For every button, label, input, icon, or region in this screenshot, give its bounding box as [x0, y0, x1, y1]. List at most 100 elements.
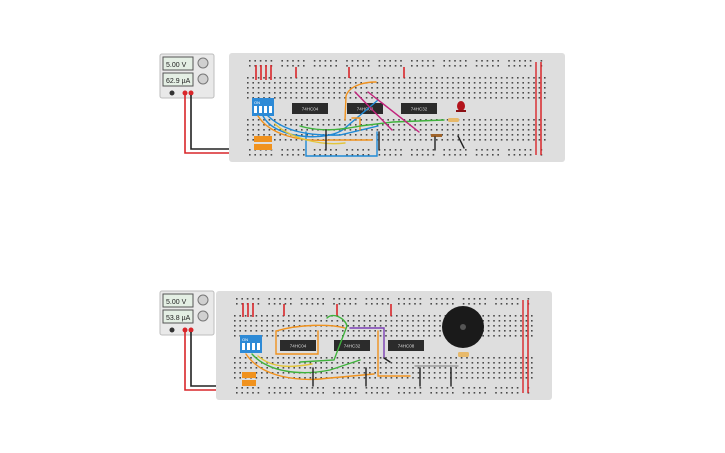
breadboard-hole[interactable]: [511, 92, 514, 94]
breadboard-hole[interactable]: [300, 387, 303, 389]
breadboard-hole[interactable]: [455, 377, 457, 379]
breadboard-hole[interactable]: [301, 129, 303, 131]
breadboard-hole[interactable]: [538, 97, 541, 99]
breadboard-hole[interactable]: [522, 134, 524, 136]
breadboard-hole[interactable]: [381, 387, 384, 389]
breadboard-hole[interactable]: [349, 303, 351, 305]
breadboard-hole[interactable]: [486, 149, 489, 151]
breadboard-hole[interactable]: [441, 77, 443, 79]
breadboard-hole[interactable]: [516, 298, 519, 300]
breadboard-hole[interactable]: [419, 139, 422, 141]
breadboard-hole[interactable]: [263, 134, 265, 136]
breadboard-hole[interactable]: [319, 149, 321, 151]
breadboard-hole[interactable]: [306, 97, 308, 99]
breadboard-hole[interactable]: [423, 315, 425, 317]
breadboard-hole[interactable]: [509, 367, 511, 369]
breadboard-hole[interactable]: [309, 367, 312, 369]
breadboard-hole[interactable]: [322, 82, 325, 84]
breadboard-hole[interactable]: [322, 303, 324, 305]
breadboard-hole[interactable]: [484, 392, 486, 394]
breadboard-hole[interactable]: [379, 325, 382, 327]
breadboard-hole[interactable]: [396, 335, 398, 337]
breadboard-hole[interactable]: [513, 65, 516, 67]
breadboard-hole[interactable]: [436, 139, 438, 141]
breadboard-hole[interactable]: [271, 377, 274, 379]
breadboard-hole[interactable]: [295, 119, 298, 121]
breadboard-hole[interactable]: [514, 315, 517, 317]
breadboard-hole[interactable]: [320, 357, 322, 359]
breadboard-hole[interactable]: [247, 82, 249, 84]
breadboard-hole[interactable]: [365, 119, 368, 121]
breadboard-hole[interactable]: [297, 65, 300, 67]
breadboard-hole[interactable]: [439, 367, 441, 369]
breadboard-hole[interactable]: [384, 149, 386, 151]
breadboard-hole[interactable]: [273, 298, 276, 300]
breadboard-hole[interactable]: [487, 377, 490, 379]
breadboard-hole[interactable]: [349, 298, 351, 300]
breadboard-hole[interactable]: [374, 367, 376, 369]
breadboard-hole[interactable]: [492, 149, 494, 151]
breadboard-hole[interactable]: [371, 303, 373, 305]
breadboard-hole[interactable]: [495, 139, 497, 141]
breadboard-hole[interactable]: [495, 129, 497, 131]
breadboard-hole[interactable]: [498, 377, 501, 379]
breadboard-hole[interactable]: [406, 362, 409, 364]
breadboard-hole[interactable]: [430, 387, 432, 389]
breadboard-hole[interactable]: [500, 298, 503, 300]
breadboard-hole[interactable]: [367, 60, 370, 62]
breadboard-hole[interactable]: [349, 119, 352, 121]
breadboard-hole[interactable]: [330, 154, 332, 156]
breadboard-hole[interactable]: [495, 298, 497, 300]
breadboard-hole[interactable]: [282, 325, 285, 327]
breadboard-hole[interactable]: [369, 320, 371, 322]
breadboard-hole[interactable]: [392, 134, 395, 136]
breadboard-hole[interactable]: [381, 303, 384, 305]
breadboard-hole[interactable]: [234, 335, 236, 337]
breadboard-hole[interactable]: [511, 387, 513, 389]
breadboard-hole[interactable]: [315, 367, 317, 369]
breadboard-hole[interactable]: [311, 92, 314, 94]
breadboard-hole[interactable]: [344, 392, 346, 394]
breadboard-hole[interactable]: [522, 77, 524, 79]
breadboard-hole[interactable]: [268, 134, 271, 136]
breadboard-hole[interactable]: [263, 124, 265, 126]
breadboard-hole[interactable]: [411, 60, 413, 62]
breadboard-hole[interactable]: [498, 320, 501, 322]
breadboard-hole[interactable]: [419, 387, 422, 389]
breadboard-hole[interactable]: [446, 298, 449, 300]
breadboard-hole[interactable]: [268, 87, 271, 89]
breadboard-hole[interactable]: [333, 87, 335, 89]
breadboard-hole[interactable]: [362, 154, 364, 156]
breadboard-hole[interactable]: [482, 335, 484, 337]
breadboard-hole[interactable]: [362, 149, 364, 151]
breadboard-hole[interactable]: [514, 372, 517, 374]
breadboard-hole[interactable]: [347, 377, 349, 379]
breadboard-hole[interactable]: [441, 82, 443, 84]
breadboard-hole[interactable]: [522, 87, 524, 89]
breadboard-hole[interactable]: [396, 320, 398, 322]
breadboard-hole[interactable]: [279, 77, 281, 79]
breadboard-hole[interactable]: [492, 60, 494, 62]
breadboard-hole[interactable]: [511, 97, 514, 99]
breadboard-hole[interactable]: [265, 154, 267, 156]
breadboard-hole[interactable]: [482, 377, 484, 379]
breadboard-hole[interactable]: [398, 97, 400, 99]
breadboard-hole[interactable]: [538, 124, 541, 126]
breadboard-hole[interactable]: [396, 377, 398, 379]
breadboard-hole[interactable]: [346, 154, 348, 156]
breadboard-hole[interactable]: [298, 320, 301, 322]
breadboard-hole[interactable]: [362, 60, 364, 62]
breadboard-hole[interactable]: [390, 357, 393, 359]
breadboard-hole[interactable]: [292, 149, 294, 151]
breadboard-hole[interactable]: [462, 387, 465, 389]
breadboard-hole[interactable]: [544, 92, 546, 94]
dip-switch-2[interactable]: ON: [240, 335, 262, 353]
breadboard-hole[interactable]: [524, 65, 526, 67]
breadboard-hole[interactable]: [268, 77, 271, 79]
breadboard-hole[interactable]: [320, 335, 322, 337]
breadboard-hole[interactable]: [497, 154, 499, 156]
power-jumpers-2[interactable]: [242, 300, 524, 393]
breadboard-hole[interactable]: [257, 82, 260, 84]
breadboard-hole[interactable]: [398, 392, 400, 394]
